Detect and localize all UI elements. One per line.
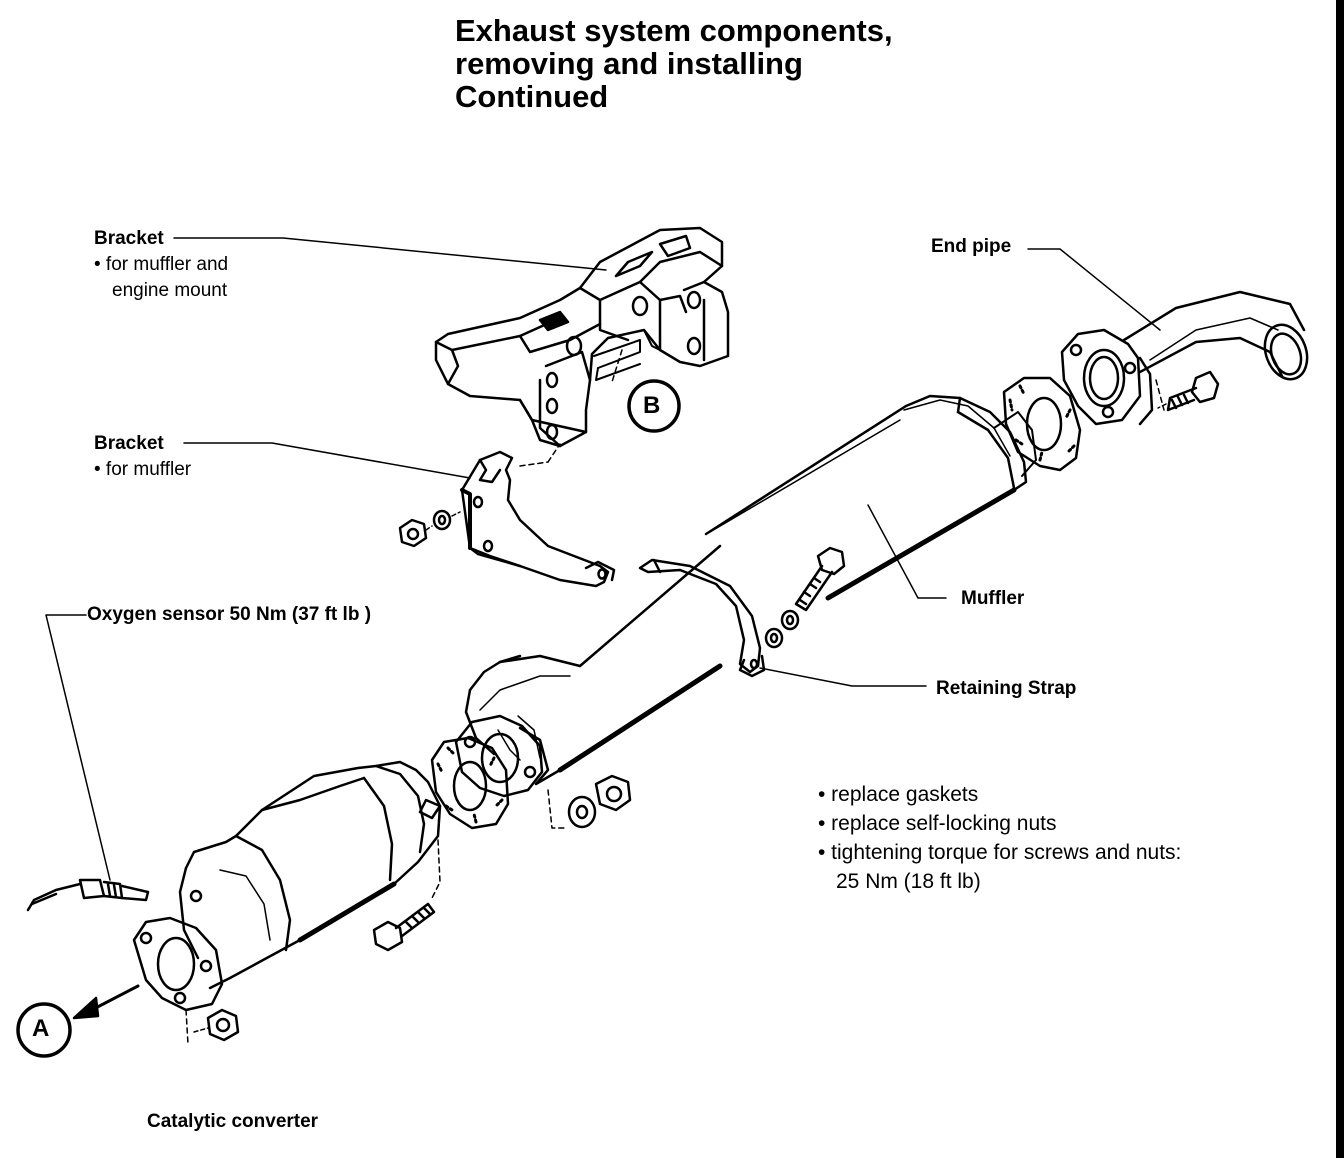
page-title: Exhaust system components, removing and … <box>455 14 893 113</box>
note-item: • tightening torque for screws and nuts: <box>818 841 1182 864</box>
flange-intermediate <box>454 714 565 829</box>
label-bracket-top: Bracket • for muffler and engine mount <box>94 226 228 304</box>
label-muffler: Muffler <box>961 588 1025 609</box>
installation-notes: • replace gaskets • replace self-locking… <box>818 780 1181 896</box>
label-bracket-top-title: Bracket <box>94 228 164 249</box>
label-bracket-top-note-2: engine mount <box>112 280 228 301</box>
arrow-to-a <box>72 984 140 1020</box>
callout-b-label: B <box>643 392 661 419</box>
title-line-3: Continued <box>455 79 609 114</box>
callout-a <box>16 1002 72 1058</box>
note-item: • replace self-locking nuts <box>818 812 1057 835</box>
flange-catalytic-front <box>132 916 224 1045</box>
intermediate-pipe <box>464 544 723 786</box>
bolt-muffler-strap <box>764 546 846 649</box>
bracket-for-muffler <box>460 443 616 588</box>
bracket-muffler-engine-mount <box>434 226 730 448</box>
muffler <box>704 394 1037 601</box>
gasket-catalytic <box>430 736 510 830</box>
title-line-1: Exhaust system components, <box>455 13 893 48</box>
label-bracket-lower-note: • for muffler <box>94 459 192 480</box>
label-bracket-top-note-1: • for muffler and <box>94 254 229 275</box>
bolt-catalytic <box>372 902 436 952</box>
title-line-2: removing and installing <box>455 46 803 81</box>
label-bracket-lower-title: Bracket <box>94 433 164 454</box>
nut-and-washer-flange <box>567 774 632 829</box>
oxygen-sensor <box>26 878 150 912</box>
leader-lines <box>45 237 1161 881</box>
nut-and-washer-bracket <box>398 509 461 548</box>
page-edge-border <box>1336 0 1344 1158</box>
note-item: • replace gaskets <box>818 783 979 806</box>
callout-b <box>627 379 681 433</box>
nut-catalytic-front <box>193 1008 240 1042</box>
label-end-pipe: End pipe <box>931 236 1012 257</box>
retaining-strap <box>638 558 766 678</box>
label-retaining-strap: Retaining Strap <box>936 678 1077 699</box>
catalytic-converter <box>178 760 442 990</box>
end-pipe <box>1060 290 1309 426</box>
label-catalytic-converter: Catalytic converter <box>147 1111 319 1132</box>
callout-a-label: A <box>32 1015 50 1042</box>
bolt-end-pipe <box>1157 370 1220 412</box>
gasket-end-pipe <box>1002 376 1082 472</box>
label-bracket-lower: Bracket • for muffler <box>94 431 191 483</box>
label-oxygen-sensor: Oxygen sensor 50 Nm (37 ft lb ) <box>87 604 372 625</box>
note-item: 25 Nm (18 ft lb) <box>836 870 981 893</box>
